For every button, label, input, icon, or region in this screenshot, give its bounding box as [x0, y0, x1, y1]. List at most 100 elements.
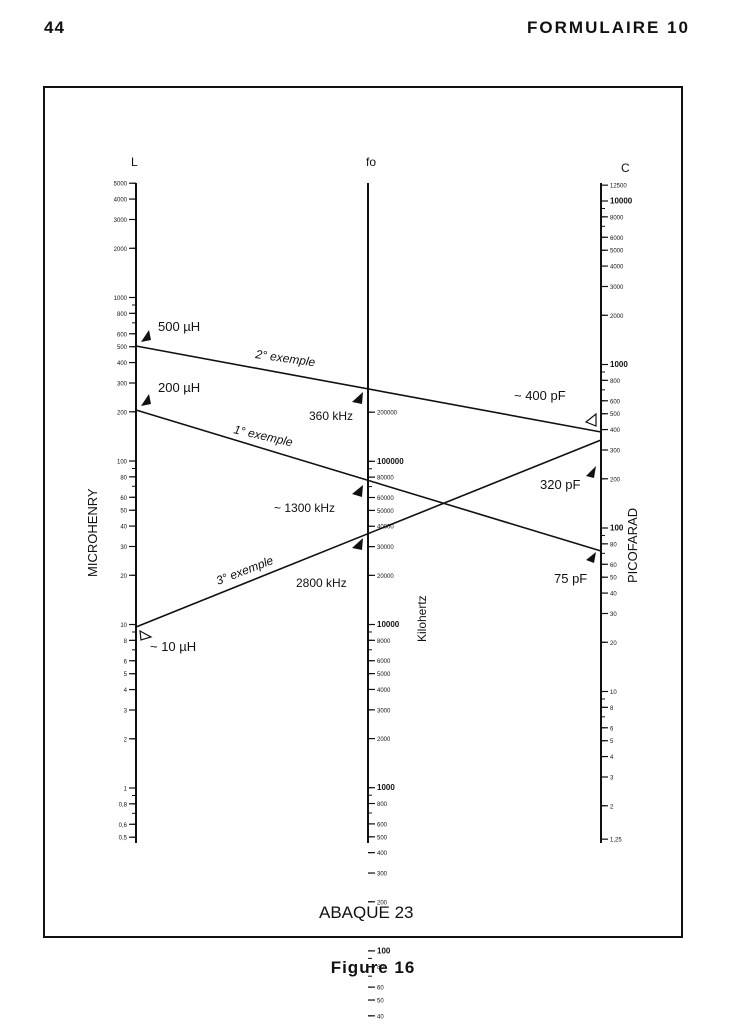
L-tick-label: 50	[120, 509, 127, 515]
L-tick-label: 6	[124, 659, 128, 665]
C-tick-label: 6000	[610, 236, 624, 242]
arrow-marker-fo-360	[352, 392, 363, 404]
L-tick-label: 2	[124, 737, 128, 743]
C-tick-label: 50	[610, 576, 617, 582]
fo-tick-label: 2000	[377, 737, 391, 743]
fo-tick-label: 3000	[377, 708, 391, 714]
C-tick-label: 4000	[610, 265, 624, 271]
L-tick-label: 3	[124, 708, 128, 714]
L-tick-label: 500	[117, 345, 128, 351]
C-tick-label: 100	[610, 524, 624, 533]
example-1-C-value: 75 pF	[554, 571, 587, 586]
fo-tick-label: 30000	[377, 545, 394, 551]
fo-tick-label: 1000	[377, 783, 395, 792]
figure-caption: Figure 16	[330, 958, 416, 977]
C-tick-label: 8	[610, 706, 614, 712]
C-tick-label: 5	[610, 739, 614, 745]
arrow-marker-C-75	[586, 552, 596, 563]
arrow-marker-L-10	[139, 629, 153, 641]
fo-tick-label: 50	[377, 999, 384, 1005]
example-2-C-value: ~ 400 pF	[514, 388, 566, 403]
fo-tick-label: 100	[377, 946, 391, 955]
arrow-marker-L-200	[141, 394, 151, 406]
L-tick-label: 3000	[114, 218, 128, 224]
L-tick-label: 0,5	[119, 836, 128, 842]
fo-tick-label: 800	[377, 802, 388, 808]
C-tick-label: 20	[610, 641, 617, 647]
fo-tick-label: 200	[377, 900, 388, 906]
running-title: FORMULAIRE 10	[527, 18, 690, 37]
C-tick-label: 600	[610, 399, 621, 405]
fo-tick-label: 20000	[377, 574, 394, 580]
arrow-marker-C-400	[584, 412, 597, 427]
ticks-C: 1250010000800060005000400030002000100080…	[601, 184, 633, 844]
L-tick-label: 800	[117, 312, 128, 318]
ticks-L: 5000400030002000100080060050040030020010…	[114, 182, 136, 842]
fo-tick-label: 6000	[377, 659, 391, 665]
example-2-line	[135, 345, 602, 433]
nomogram-frame	[43, 86, 683, 938]
example-1-fo-value: ~ 1300 kHz	[274, 501, 335, 515]
L-tick-label: 4	[124, 688, 128, 694]
arrow-marker-C-320	[586, 466, 596, 478]
fo-tick-label: 500	[377, 835, 388, 841]
example-3-fo-value: 2800 kHz	[296, 576, 347, 590]
axis-C-letter: C	[621, 161, 630, 175]
example-2-L-value: 500 µH	[158, 319, 200, 334]
example-1-L-value: 200 µH	[158, 380, 200, 395]
example-1-line	[135, 409, 602, 552]
fo-tick-label: 60	[377, 986, 384, 992]
example-3-C-value: 320 pF	[540, 477, 581, 492]
L-tick-label: 200	[117, 410, 128, 416]
C-tick-label: 400	[610, 428, 621, 434]
unit-microhenry: MICROHENRY	[85, 488, 100, 577]
fo-tick-label: 80	[377, 965, 384, 971]
fo-tick-label: 40	[377, 1014, 384, 1020]
fo-tick-label: 200000	[377, 411, 398, 417]
fo-tick-label: 80000	[377, 476, 394, 482]
C-tick-label: 800	[610, 379, 621, 385]
C-tick-label: 200	[610, 477, 621, 483]
L-tick-label: 20	[120, 574, 127, 580]
C-tick-label: 10000	[610, 197, 633, 206]
C-tick-label: 8000	[610, 215, 624, 221]
C-tick-label: 4	[610, 755, 614, 761]
L-tick-label: 4000	[114, 198, 128, 204]
C-tick-label: 2	[610, 804, 614, 810]
arrow-marker-L-500	[141, 330, 151, 342]
fo-tick-label: 8000	[377, 639, 391, 645]
ticks-fo: 2030405060801002003004005006008001000200…	[368, 411, 404, 1020]
L-tick-label: 5000	[114, 182, 128, 188]
C-tick-label: 1,25	[610, 838, 622, 844]
abaque-title: ABAQUE 23	[319, 903, 414, 922]
L-tick-label: 30	[120, 545, 127, 551]
C-tick-label: 12500	[610, 184, 627, 190]
unit-picofarad: PICOFARAD	[625, 508, 640, 583]
L-tick-label: 2000	[114, 247, 128, 253]
fo-tick-label: 60000	[377, 496, 394, 502]
L-tick-label: 300	[117, 381, 128, 387]
fo-tick-label: 50000	[377, 509, 394, 515]
fo-tick-label: 100000	[377, 457, 404, 466]
L-tick-label: 60	[120, 496, 127, 502]
L-tick-label: 600	[117, 332, 128, 338]
example-1-label: 1° exemple	[232, 422, 294, 449]
L-tick-label: 0,6	[119, 823, 128, 829]
L-tick-label: 1	[124, 787, 128, 793]
C-tick-label: 300	[610, 448, 621, 454]
example-2-label: 2° exemple	[254, 347, 317, 369]
L-tick-label: 1000	[114, 296, 128, 302]
fo-tick-label: 300	[377, 872, 388, 878]
C-tick-label: 1000	[610, 360, 628, 369]
L-tick-label: 80	[120, 475, 127, 481]
unit-kilohertz: Kilohertz	[415, 595, 429, 642]
C-tick-label: 10	[610, 690, 617, 696]
C-tick-label: 40	[610, 592, 617, 598]
L-tick-label: 5	[124, 672, 128, 678]
L-tick-label: 10	[120, 623, 127, 629]
L-tick-label: 0,8	[119, 802, 128, 808]
axis-fo-letter: fo	[366, 155, 376, 169]
L-tick-label: 40	[120, 525, 127, 531]
arrow-marker-fo-1300	[352, 485, 363, 497]
L-tick-label: 8	[124, 639, 128, 645]
